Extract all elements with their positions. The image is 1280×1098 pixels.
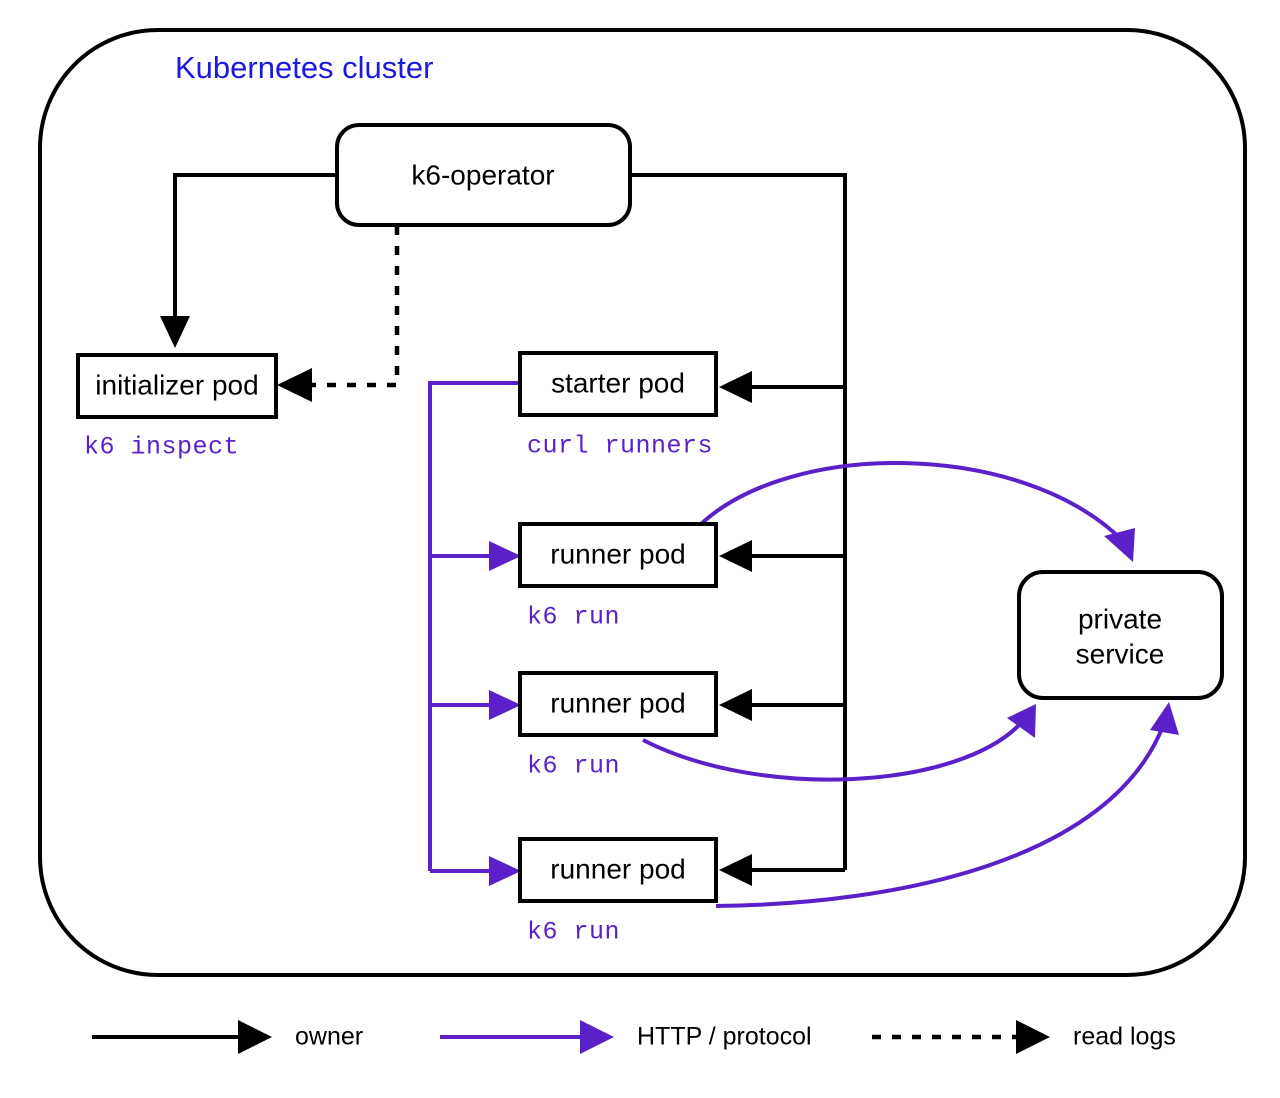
arrowhead-http-service-top	[1104, 528, 1135, 562]
legend-http-arrowhead	[580, 1020, 614, 1054]
node-private-service-label-line2: service	[1076, 638, 1165, 669]
node-runner-pod-3-label: runner pod	[550, 853, 685, 884]
node-runner-pod-1-label: runner pod	[550, 538, 685, 569]
arrowhead-owner-runner1	[719, 540, 752, 572]
arrowhead-http-service-bottom	[1150, 702, 1179, 735]
edge-runner3-to-service	[715, 725, 1165, 908]
node-starter-pod-command: curl runners	[527, 432, 713, 461]
edge-runner2-to-service	[642, 720, 1024, 782]
kubernetes-cluster-boundary	[38, 28, 1247, 977]
legend-http-label: HTTP / protocol	[637, 1023, 812, 1051]
arrowhead-http-service-left	[1007, 704, 1036, 738]
node-initializer-pod-command: k6 inspect	[84, 433, 239, 462]
legend-readlogs-arrowhead	[1016, 1020, 1050, 1054]
arrowhead-http-runner2	[489, 690, 521, 720]
node-private-service-label-line1: private	[1078, 603, 1162, 634]
arrowhead-owner-runner3	[719, 854, 752, 886]
node-starter-pod-label: starter pod	[551, 367, 685, 398]
arrowhead-owner-starter	[719, 371, 752, 403]
node-runner-pod-2-command: k6 run	[527, 752, 620, 781]
node-runner-pod-2-label: runner pod	[550, 687, 685, 718]
edge-operator-right-trunk	[630, 173, 847, 870]
node-k6-operator[interactable]	[335, 123, 632, 227]
arrowhead-owner-initializer	[160, 316, 190, 348]
edge-starter-bus	[428, 381, 520, 871]
legend-readlogs-label: read logs	[1073, 1023, 1176, 1051]
node-runner-pod-1[interactable]	[518, 522, 718, 588]
node-starter-pod[interactable]	[518, 351, 718, 417]
node-runner-pod-1-command: k6 run	[527, 603, 620, 632]
legend-owner-arrowhead	[238, 1020, 272, 1054]
arrowhead-http-runner1	[489, 541, 521, 571]
node-initializer-pod[interactable]	[76, 353, 278, 419]
edge-operator-to-initializer	[173, 173, 337, 320]
node-runner-pod-3[interactable]	[518, 837, 718, 903]
legend-owner-label: owner	[295, 1023, 363, 1051]
cluster-title: Kubernetes cluster	[175, 50, 433, 85]
node-initializer-pod-label: initializer pod	[95, 369, 258, 400]
node-private-service[interactable]	[1017, 570, 1224, 700]
edge-runner1-to-service	[698, 461, 1124, 542]
arrowhead-readlogs-initializer	[277, 368, 312, 402]
arrowhead-http-runner3	[489, 856, 521, 886]
arrowhead-owner-runner2	[719, 689, 752, 721]
node-runner-pod-2[interactable]	[518, 671, 718, 737]
node-runner-pod-3-command: k6 run	[527, 918, 620, 947]
node-k6-operator-label: k6-operator	[411, 159, 554, 190]
